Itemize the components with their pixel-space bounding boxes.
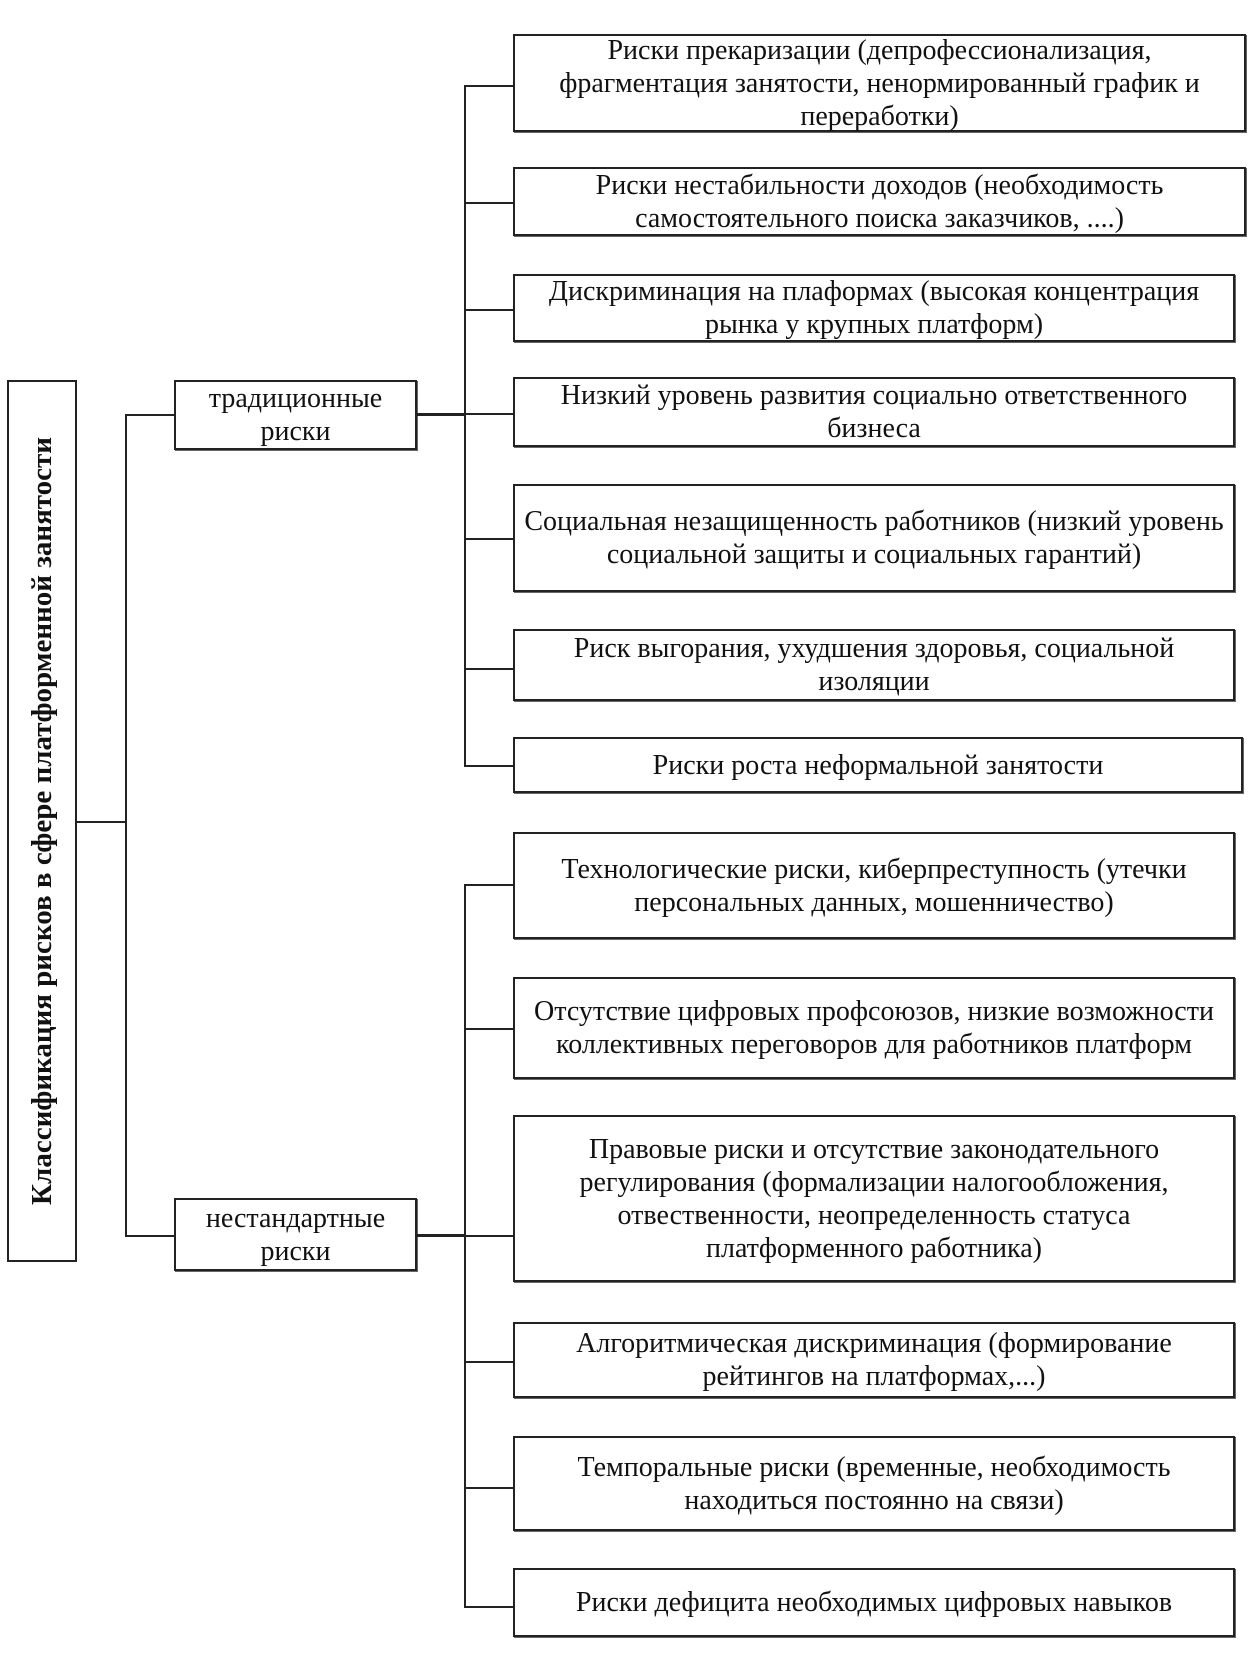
risk-text: Социальная незащищенность работников (ни… bbox=[524, 506, 1224, 570]
risk-text: Темпоральные риски (временные, необходим… bbox=[577, 1451, 1171, 1516]
branch bbox=[464, 309, 513, 311]
risk-box-csr: Низкий уровень развития социально ответс… bbox=[513, 377, 1235, 447]
branch bbox=[464, 884, 513, 886]
risk-text: Технологические риски, киберпреступность… bbox=[561, 853, 1187, 918]
risk-box-burnout: Риск выгорания, ухудшения здоровья, соци… bbox=[513, 629, 1235, 701]
risk-text: Риски нестабильности доходов (необходимо… bbox=[595, 169, 1164, 234]
risk-box-digital-skills: Риски дефицита необходимых цифровых навы… bbox=[513, 1568, 1235, 1637]
risk-text: Алгоритмическая дискриминация (формирова… bbox=[576, 1328, 1172, 1392]
connector-traditional bbox=[125, 414, 174, 416]
connector-traditional-out bbox=[417, 413, 465, 416]
branch bbox=[464, 1028, 513, 1030]
risk-text: Риск выгорания, ухудшения здоровья, соци… bbox=[573, 633, 1175, 697]
branch bbox=[464, 765, 513, 767]
branch bbox=[464, 413, 513, 415]
risk-box-social-insecurity: Социальная незащищенность работников (ни… bbox=[513, 484, 1235, 592]
branch bbox=[464, 1606, 513, 1608]
risk-box-technological: Технологические риски, киберпреступность… bbox=[513, 832, 1235, 939]
risk-box-platform-discrimination: Дискриминация на плаформах (высокая конц… bbox=[513, 274, 1235, 342]
branch bbox=[464, 538, 513, 540]
branch bbox=[464, 1361, 513, 1363]
risk-text: Отсутствие цифровых профсоюзов, низкие в… bbox=[534, 996, 1214, 1060]
risk-box-temporal: Темпоральные риски (временные, необходим… bbox=[513, 1436, 1235, 1531]
connector-trunk-traditional bbox=[464, 85, 466, 766]
risk-text: Риски дефицита необходимых цифровых навы… bbox=[575, 1587, 1173, 1618]
branch bbox=[464, 1235, 513, 1237]
connector-trunk-left bbox=[125, 414, 127, 1237]
branch bbox=[464, 668, 513, 670]
risk-text: Дискриминация на плаформах (высокая конц… bbox=[548, 276, 1200, 340]
risk-box-income-instability: Риски нестабильности доходов (необходимо… bbox=[513, 167, 1246, 236]
group-nonstandard: нестандартные риски bbox=[174, 1198, 417, 1271]
risk-text: Низкий уровень развития социально ответс… bbox=[560, 380, 1188, 444]
root-node: Классификация рисков в сфере платформенн… bbox=[7, 380, 77, 1262]
connector-nonstandard-out bbox=[417, 1234, 465, 1237]
branch bbox=[464, 85, 513, 87]
risk-text: Риски роста неформальной занятости bbox=[652, 749, 1104, 781]
group-label: традиционные риски bbox=[208, 383, 383, 447]
risk-box-legal: Правовые риски и отсутствие законодатель… bbox=[513, 1115, 1235, 1282]
connector-nonstandard bbox=[125, 1235, 174, 1237]
connector-trunk-nonstandard bbox=[464, 884, 466, 1607]
connector-root bbox=[77, 821, 126, 823]
root-title: Классификация рисков в сфере платформенн… bbox=[26, 437, 58, 1205]
group-traditional: традиционные риски bbox=[174, 380, 417, 450]
risk-text: Риски прекаризации (депрофессионализация… bbox=[559, 34, 1200, 132]
branch bbox=[464, 1487, 513, 1489]
risk-box-precarization: Риски прекаризации (депрофессионализация… bbox=[513, 34, 1246, 132]
risk-box-informal-employment: Риски роста неформальной занятости bbox=[513, 737, 1243, 793]
branch bbox=[464, 202, 513, 204]
risk-box-unions: Отсутствие цифровых профсоюзов, низкие в… bbox=[513, 977, 1235, 1079]
risk-box-algorithmic: Алгоритмическая дискриминация (формирова… bbox=[513, 1322, 1235, 1398]
group-label: нестандартные риски bbox=[205, 1202, 386, 1267]
risk-text: Правовые риски и отсутствие законодатель… bbox=[579, 1133, 1169, 1264]
